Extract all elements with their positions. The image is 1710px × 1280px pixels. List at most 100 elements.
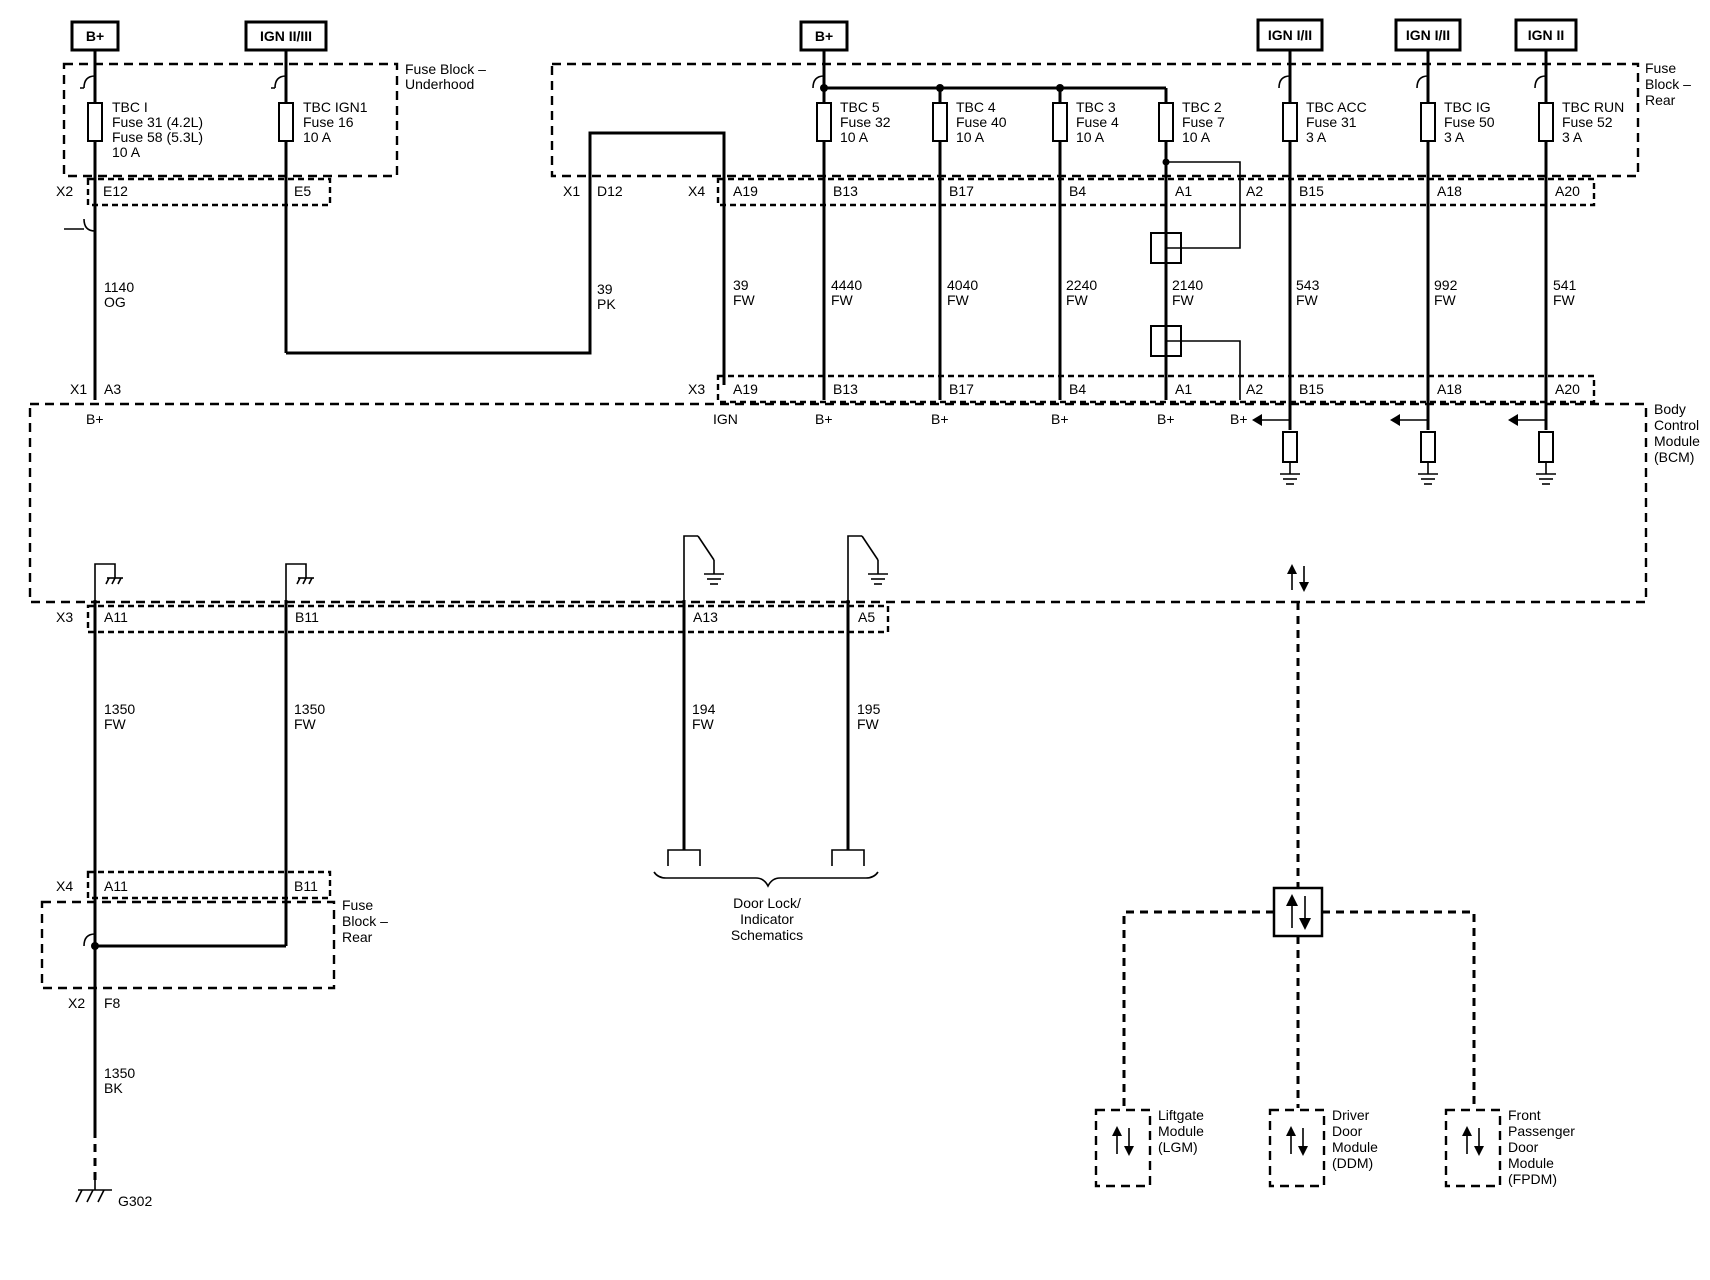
bcm-bottom-a5: A5 bbox=[858, 609, 875, 625]
bcm-conn-x3: X3 bbox=[688, 381, 705, 397]
wire-8-color: FW bbox=[1296, 292, 1319, 308]
wire-9-circuit: 992 bbox=[1434, 277, 1458, 293]
fuse-labels: TBC I Fuse 31 (4.2L) Fuse 58 (5.3L) 10 A… bbox=[112, 99, 1624, 160]
wire-2-circuit: 39 bbox=[597, 281, 613, 297]
bcm-input-6: B+ bbox=[1157, 411, 1175, 427]
fuse-4-line-1: TBC 4 bbox=[956, 99, 996, 115]
fuse-6-line-2: Fuse 7 bbox=[1182, 114, 1225, 130]
fuse-1-line-4: 10 A bbox=[112, 144, 141, 160]
conn-e5: E5 bbox=[294, 183, 311, 199]
conn-d12: D12 bbox=[597, 183, 623, 199]
fpdm-line-1: Front bbox=[1508, 1107, 1541, 1123]
module-fpdm: Front Passenger Door Module (FPDM) bbox=[1444, 1107, 1575, 1188]
wire-b2-circuit: 1350 bbox=[294, 701, 325, 717]
serial-data-network bbox=[1122, 602, 1476, 1108]
fuse-block-underhood: Fuse Block – Underhood bbox=[62, 61, 486, 178]
bcm-connector-strip-bottom bbox=[86, 604, 890, 634]
rear-conn-a11: A11 bbox=[104, 878, 128, 894]
fuse-6-line-1: TBC 2 bbox=[1182, 99, 1222, 115]
fuse-2-line-2: Fuse 16 bbox=[303, 114, 354, 130]
ddm-line-2: Door bbox=[1332, 1123, 1363, 1139]
fuse-2-line-1: TBC IGN1 bbox=[303, 99, 368, 115]
ground-g302-icon bbox=[75, 1180, 112, 1203]
wire-6-color: FW bbox=[1066, 292, 1089, 308]
wire-8-circuit: 543 bbox=[1296, 277, 1320, 293]
fuse-3-line-2: Fuse 32 bbox=[840, 114, 891, 130]
wire-b2-color: FW bbox=[294, 716, 317, 732]
bcm-conn-x1: X1 bbox=[70, 381, 87, 397]
fuse-5-line-3: 10 A bbox=[1076, 129, 1105, 145]
fuse-1-line-3: Fuse 58 (5.3L) bbox=[112, 129, 203, 145]
door-lock-line-1: Door Lock/ bbox=[733, 895, 801, 911]
wire-4-color: FW bbox=[831, 292, 854, 308]
fuse-underhood-line-2: Underhood bbox=[405, 76, 474, 92]
fuse-rear-bottom-line-1: Fuse bbox=[342, 897, 373, 913]
fuse-rear-top-line-3: Rear bbox=[1645, 92, 1676, 108]
fuse-4-line-2: Fuse 40 bbox=[956, 114, 1007, 130]
fuse-block-rear-top: Fuse Block – Rear bbox=[550, 60, 1691, 178]
ground-wire-color: BK bbox=[104, 1080, 123, 1096]
pin-top-9: A20 bbox=[1555, 183, 1580, 199]
fuse-1-line-2: Fuse 31 (4.2L) bbox=[112, 114, 203, 130]
wire-5-color: FW bbox=[947, 292, 970, 308]
wire-3-color: FW bbox=[733, 292, 756, 308]
wire-9-color: FW bbox=[1434, 292, 1457, 308]
ddm-line-4: (DDM) bbox=[1332, 1155, 1373, 1171]
connector-labels-bcm-bottom: X3 A11 B11 A13 A5 bbox=[56, 609, 875, 625]
bcm-bottom-a13: A13 bbox=[693, 609, 718, 625]
conn-x4: X4 bbox=[688, 183, 705, 199]
pin-top-5: A1 bbox=[1175, 183, 1192, 199]
wire-b1-color: FW bbox=[104, 716, 127, 732]
conn-e12: E12 bbox=[103, 183, 128, 199]
pin-top-3: B17 bbox=[949, 183, 974, 199]
bcm-conn-a3: A3 bbox=[104, 381, 121, 397]
bcm-pin-3: B17 bbox=[949, 381, 974, 397]
ddm-line-1: Driver bbox=[1332, 1107, 1370, 1123]
fuse-1-line-1: TBC I bbox=[112, 99, 148, 115]
bcm-bottom-a11: A11 bbox=[104, 609, 128, 625]
bcm-input-3: B+ bbox=[815, 411, 833, 427]
conn-x2: X2 bbox=[56, 183, 73, 199]
fpdm-line-5: (FPDM) bbox=[1508, 1171, 1557, 1187]
fuse-rear-top-line-2: Block – bbox=[1645, 76, 1691, 92]
fuse-8-line-2: Fuse 50 bbox=[1444, 114, 1495, 130]
wire-b3-color: FW bbox=[692, 716, 715, 732]
fuse-9-line-2: Fuse 52 bbox=[1562, 114, 1613, 130]
rear-conn-x2: X2 bbox=[68, 995, 85, 1011]
module-ddm: Driver Door Module (DDM) bbox=[1268, 1107, 1378, 1188]
bcm-inputs: B+ IGN B+ B+ B+ B+ B+ bbox=[86, 411, 1556, 600]
lgm-line-1: Liftgate bbox=[1158, 1107, 1204, 1123]
wire-2-color: PK bbox=[597, 296, 616, 312]
fpdm-line-2: Passenger bbox=[1508, 1123, 1575, 1139]
fuse-9-line-3: 3 A bbox=[1562, 129, 1583, 145]
fpdm-line-4: Module bbox=[1508, 1155, 1554, 1171]
ddm-line-3: Module bbox=[1332, 1139, 1378, 1155]
wire-b4-circuit: 195 bbox=[857, 701, 881, 717]
wire-5-circuit: 4040 bbox=[947, 277, 978, 293]
wire-7-circuit: 2140 bbox=[1172, 277, 1203, 293]
bcm-module: Body Control Module (BCM) bbox=[28, 401, 1700, 604]
ground-wire-circuit: 1350 bbox=[104, 1065, 135, 1081]
pin-top-8: A18 bbox=[1437, 183, 1462, 199]
bcm-input-4: B+ bbox=[931, 411, 949, 427]
connector-labels-bcm-top: X1 A3 X3 A19 B13 B17 B4 A1 A2 B15 A18 A2… bbox=[70, 381, 1580, 397]
ign-1-2-ig-label: IGN I/II bbox=[1406, 27, 1450, 43]
bcm-line-1: Body bbox=[1654, 401, 1686, 417]
bcm-line-3: Module bbox=[1654, 433, 1700, 449]
fuse-7-line-1: TBC ACC bbox=[1306, 99, 1367, 115]
fuse-5-line-1: TBC 3 bbox=[1076, 99, 1116, 115]
connector-labels-top: X2 E12 E5 X1 D12 X4 A19 B13 B17 B4 A1 A2… bbox=[56, 183, 1580, 199]
wire-1-circuit: 1140 bbox=[104, 279, 134, 295]
wire-3-circuit: 39 bbox=[733, 277, 749, 293]
bcm-bottom-x3: X3 bbox=[56, 609, 73, 625]
rear-conn-b11: B11 bbox=[294, 878, 318, 894]
wire-b4-color: FW bbox=[857, 716, 880, 732]
fuse-9-line-1: TBC RUN bbox=[1562, 99, 1624, 115]
rear-conn-f8: F8 bbox=[104, 995, 121, 1011]
fuse-2-line-3: 10 A bbox=[303, 129, 332, 145]
fuse-4-line-3: 10 A bbox=[956, 129, 985, 145]
wire-labels-bottom: 1350 FW 1350 FW 194 FW 195 FW bbox=[104, 701, 881, 732]
door-lock-line-3: Schematics bbox=[731, 927, 803, 943]
fuse-6-line-3: 10 A bbox=[1182, 129, 1211, 145]
bcm-data-arrows-icon bbox=[1287, 564, 1309, 592]
